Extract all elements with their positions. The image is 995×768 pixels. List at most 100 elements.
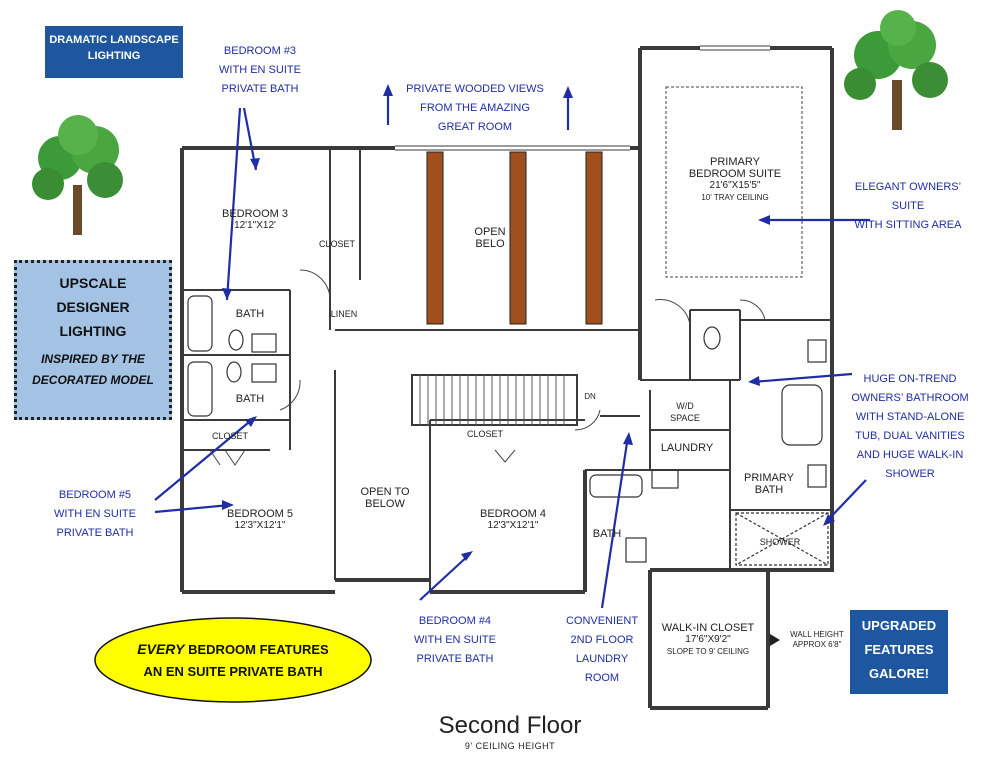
primary-suite-label: PRIMARY BEDROOM SUITE 21'6"X15'5" 10' TR… <box>670 156 800 204</box>
owners-bathroom-note: HUGE ON-TREND OWNERS’ BATHROOM WITH STAN… <box>845 370 975 484</box>
note-line: WITH STAND-ALONE <box>855 411 965 423</box>
bedroom3-label: BEDROOM 3 12'1"X12' <box>200 208 310 232</box>
note-line: BEDROOM #4 <box>418 615 492 627</box>
upgraded-line: UPGRADED <box>861 618 937 633</box>
room-name: BELO <box>475 238 505 250</box>
sink <box>807 339 827 363</box>
note-line: WITH EN SUITE <box>414 634 496 646</box>
note-line: AND HUGE WALK-IN <box>856 449 964 461</box>
room-dims: 21'6"X15'5" <box>709 180 761 191</box>
room-name: BELOW <box>365 498 405 510</box>
room-name: PRIMARY <box>710 156 760 168</box>
note-line: SHOWER <box>885 468 935 480</box>
room-name: WALK-IN CLOSET <box>661 622 755 634</box>
tray-ceiling-outline <box>665 86 803 278</box>
tree-left <box>32 115 123 235</box>
note-line: FROM THE AMAZING <box>420 102 530 114</box>
bedroom4-note: BEDROOM #4 WITH EN SUITE PRIVATE BATH <box>400 612 510 669</box>
tree-right <box>844 10 948 130</box>
tub <box>187 295 213 352</box>
open-below-mid-label: OPEN TO BELOW <box>350 486 420 510</box>
note-line: TUB, DUAL VANITIES <box>855 430 965 442</box>
bedroom3-note: BEDROOM #3 WITH EN SUITE PRIVATE BATH <box>200 42 320 99</box>
upgraded-line: GALORE! <box>869 666 929 681</box>
primary-bath-label: PRIMARY BATH <box>736 472 802 496</box>
sink <box>251 333 277 353</box>
room-name: BATH <box>754 484 784 496</box>
note-line: PRIVATE BATH <box>416 653 494 665</box>
room-note: APPROX 6'8" <box>792 640 842 649</box>
dramatic-lighting-text: DRAMATIC LANDSCAPE LIGHTING <box>49 34 179 62</box>
laundry-label: LAUNDRY <box>660 442 714 454</box>
beam <box>585 151 603 325</box>
note-line: LAUNDRY <box>575 653 629 665</box>
dramatic-lighting-box: DRAMATIC LANDSCAPE LIGHTING <box>45 26 183 78</box>
room-dims: 12'3"X12'1" <box>234 520 286 531</box>
closet-b4-label: CLOSET <box>466 429 503 439</box>
wall-height-arrow <box>770 634 780 646</box>
room-note: SLOPE TO 9' CEILING <box>666 647 750 656</box>
room-dims: 12'1"X12' <box>234 220 276 231</box>
sink <box>251 363 277 383</box>
room-name: W/D <box>676 401 694 411</box>
floor-subtitle: 9' CEILING HEIGHT <box>464 741 556 751</box>
room-name: BEDROOM 4 <box>479 508 546 520</box>
wall-height-label: WALL HEIGHT APPROX 6'8" <box>782 630 852 650</box>
note-line: PRIVATE BATH <box>56 527 134 539</box>
every-rest: BEDROOM FEATURES <box>184 642 329 657</box>
bath-lower-label: BATH <box>235 393 265 405</box>
bedroom4-label: BEDROOM 4 12'3"X12'1" <box>458 508 568 532</box>
note-line: CONVENIENT <box>565 615 639 627</box>
note-line: WITH SITTING AREA <box>854 219 962 231</box>
bath-b4-label: BATH <box>592 528 622 540</box>
open-below-top-label: OPEN BELO <box>460 226 520 250</box>
room-name: BEDROOM 5 <box>226 508 293 520</box>
upscale-lighting-box: UPSCALE DESIGNER LIGHTING INSPIRED BY TH… <box>14 260 172 420</box>
closet-top-label: CLOSET <box>318 239 355 249</box>
note-line: PRIVATE WOODED VIEWS <box>406 83 544 95</box>
room-name: OPEN TO <box>360 486 410 498</box>
wooded-views-note: PRIVATE WOODED VIEWS FROM THE AMAZING GR… <box>400 80 550 137</box>
room-name: PRIMARY <box>744 472 794 484</box>
note-line: WITH EN SUITE <box>54 508 136 520</box>
room-dims: 12'3"X12'1" <box>487 520 539 531</box>
upscale-italic: INSPIRED BY THE <box>41 352 145 366</box>
tub <box>589 474 643 498</box>
room-name: BEDROOM SUITE <box>688 168 782 180</box>
upgraded-features-box: UPGRADED FEATURES GALORE! <box>850 610 948 694</box>
linen-label: LINEN <box>330 309 358 319</box>
note-line: 2ND FLOOR <box>570 634 634 646</box>
closet-b5-label: CLOSET <box>211 431 248 441</box>
note-line: ELEGANT OWNERS’ SUITE <box>854 181 962 212</box>
beam <box>509 151 527 325</box>
shower-label: SHOWER <box>759 537 801 547</box>
room-name: BEDROOM 3 <box>221 208 288 220</box>
note-line: BEDROOM #5 <box>58 489 132 501</box>
walkin-closet-label: WALK-IN CLOSET 17'6"X9'2" SLOPE TO 9' CE… <box>652 622 764 658</box>
note-line: BEDROOM #3 <box>223 45 297 57</box>
every-bedroom-ellipse <box>94 617 372 703</box>
bedroom5-label: BEDROOM 5 12'3"X12'1" <box>205 508 315 532</box>
toilet <box>703 326 721 350</box>
note-line: WITH EN SUITE <box>219 64 301 76</box>
room-note: WALL HEIGHT <box>790 630 844 639</box>
beam <box>426 151 444 325</box>
upscale-line: DESIGNER <box>56 299 130 315</box>
room-note: 10' TRAY CEILING <box>701 193 769 202</box>
wd-space-label: W/D SPACE <box>660 400 710 424</box>
room-name: OPEN <box>474 226 506 238</box>
upgraded-line: FEATURES <box>864 642 934 657</box>
note-line: OWNERS’ BATHROOM <box>851 392 969 404</box>
upscale-italic: DECORATED MODEL <box>32 373 154 387</box>
note-line: ROOM <box>584 672 620 684</box>
bedroom5-note: BEDROOM #5 WITH EN SUITE PRIVATE BATH <box>40 486 150 543</box>
room-dims: 17'6"X9'2" <box>685 634 731 645</box>
room-name: SPACE <box>670 413 700 423</box>
toilet <box>228 329 244 351</box>
laundry-note: CONVENIENT 2ND FLOOR LAUNDRY ROOM <box>552 612 652 688</box>
every-bedroom-text: EVERY BEDROOM FEATURES AN EN SUITE PRIVA… <box>95 638 371 683</box>
every-line2: AN EN SUITE PRIVATE BATH <box>143 664 323 679</box>
owners-suite-note: ELEGANT OWNERS’ SUITE WITH SITTING AREA <box>838 178 978 235</box>
sink <box>625 537 647 563</box>
